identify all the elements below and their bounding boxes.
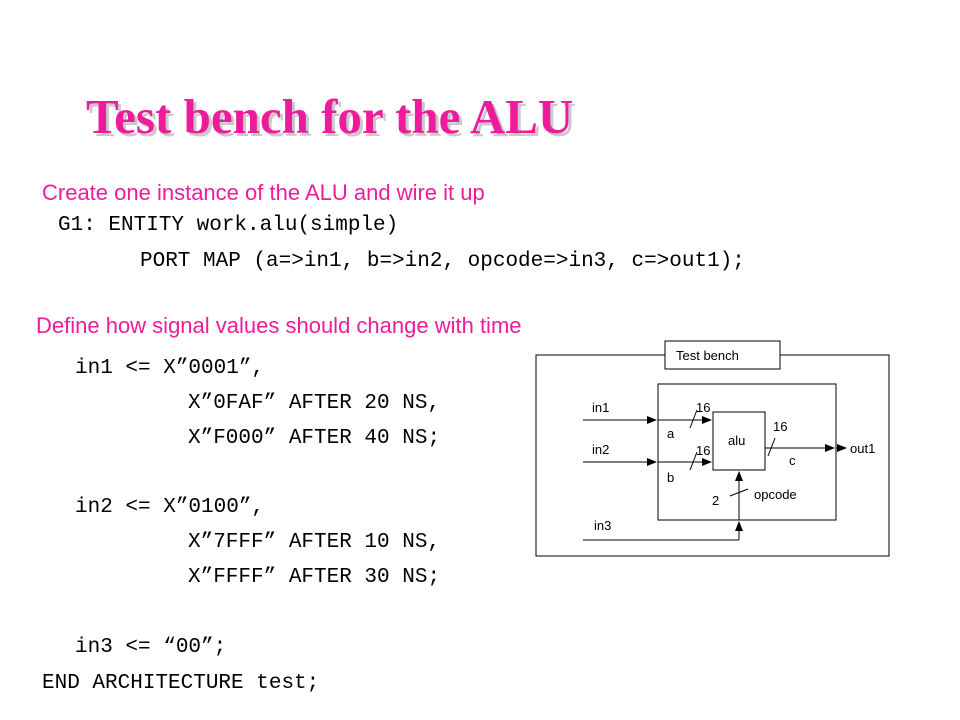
code-line-portmap: PORT MAP (a=>in1, b=>in2, opcode=>in3, c… xyxy=(140,250,745,273)
in2-label: in2 xyxy=(592,442,609,457)
code-line-in1-40ns: X”F000” AFTER 40 NS; xyxy=(188,427,441,450)
in3-label: in3 xyxy=(594,518,611,533)
port-c: c xyxy=(789,453,796,468)
b-width-tick xyxy=(689,451,698,471)
code-line-in2-30ns: X”FFFF” AFTER 30 NS; xyxy=(188,566,441,589)
code-line-in2-10ns: X”7FFF” AFTER 10 NS, xyxy=(188,531,441,554)
code-line-in2: in2 <= X”0100”, xyxy=(75,496,265,519)
out1-label: out1 xyxy=(850,441,875,456)
in1-label: in1 xyxy=(592,400,609,415)
code-line-in1-20ns: X”0FAF” AFTER 20 NS, xyxy=(188,392,441,415)
instance-heading: Create one instance of the ALU and wire … xyxy=(42,180,485,205)
opcode-label: opcode xyxy=(754,487,797,502)
port-a: a xyxy=(667,426,675,441)
alu-box xyxy=(712,411,766,471)
page-title: Test bench for the ALU xyxy=(86,89,574,144)
opcode-width-tick xyxy=(729,488,749,497)
signal-heading: Define how signal values should change w… xyxy=(36,313,522,338)
width-b: 16 xyxy=(696,443,710,458)
port-b: b xyxy=(667,470,674,485)
c-width-tick xyxy=(767,437,776,457)
code-line-entity: G1: ENTITY work.alu(simple) xyxy=(58,214,399,237)
testbench-label: Test bench xyxy=(676,348,739,363)
testbench-label-box xyxy=(664,340,781,370)
alu-wrapper-box xyxy=(657,383,837,521)
code-line-in1: in1 <= X”0001”, xyxy=(75,357,265,380)
code-line-end: END ARCHITECTURE test; xyxy=(42,672,320,695)
code-line-in3: in3 <= “00”; xyxy=(75,636,227,659)
a-width-tick xyxy=(689,409,698,429)
width-c: 16 xyxy=(773,419,787,434)
alu-label: alu xyxy=(728,433,745,448)
width-a: 16 xyxy=(696,400,710,415)
width-opcode: 2 xyxy=(712,493,719,508)
